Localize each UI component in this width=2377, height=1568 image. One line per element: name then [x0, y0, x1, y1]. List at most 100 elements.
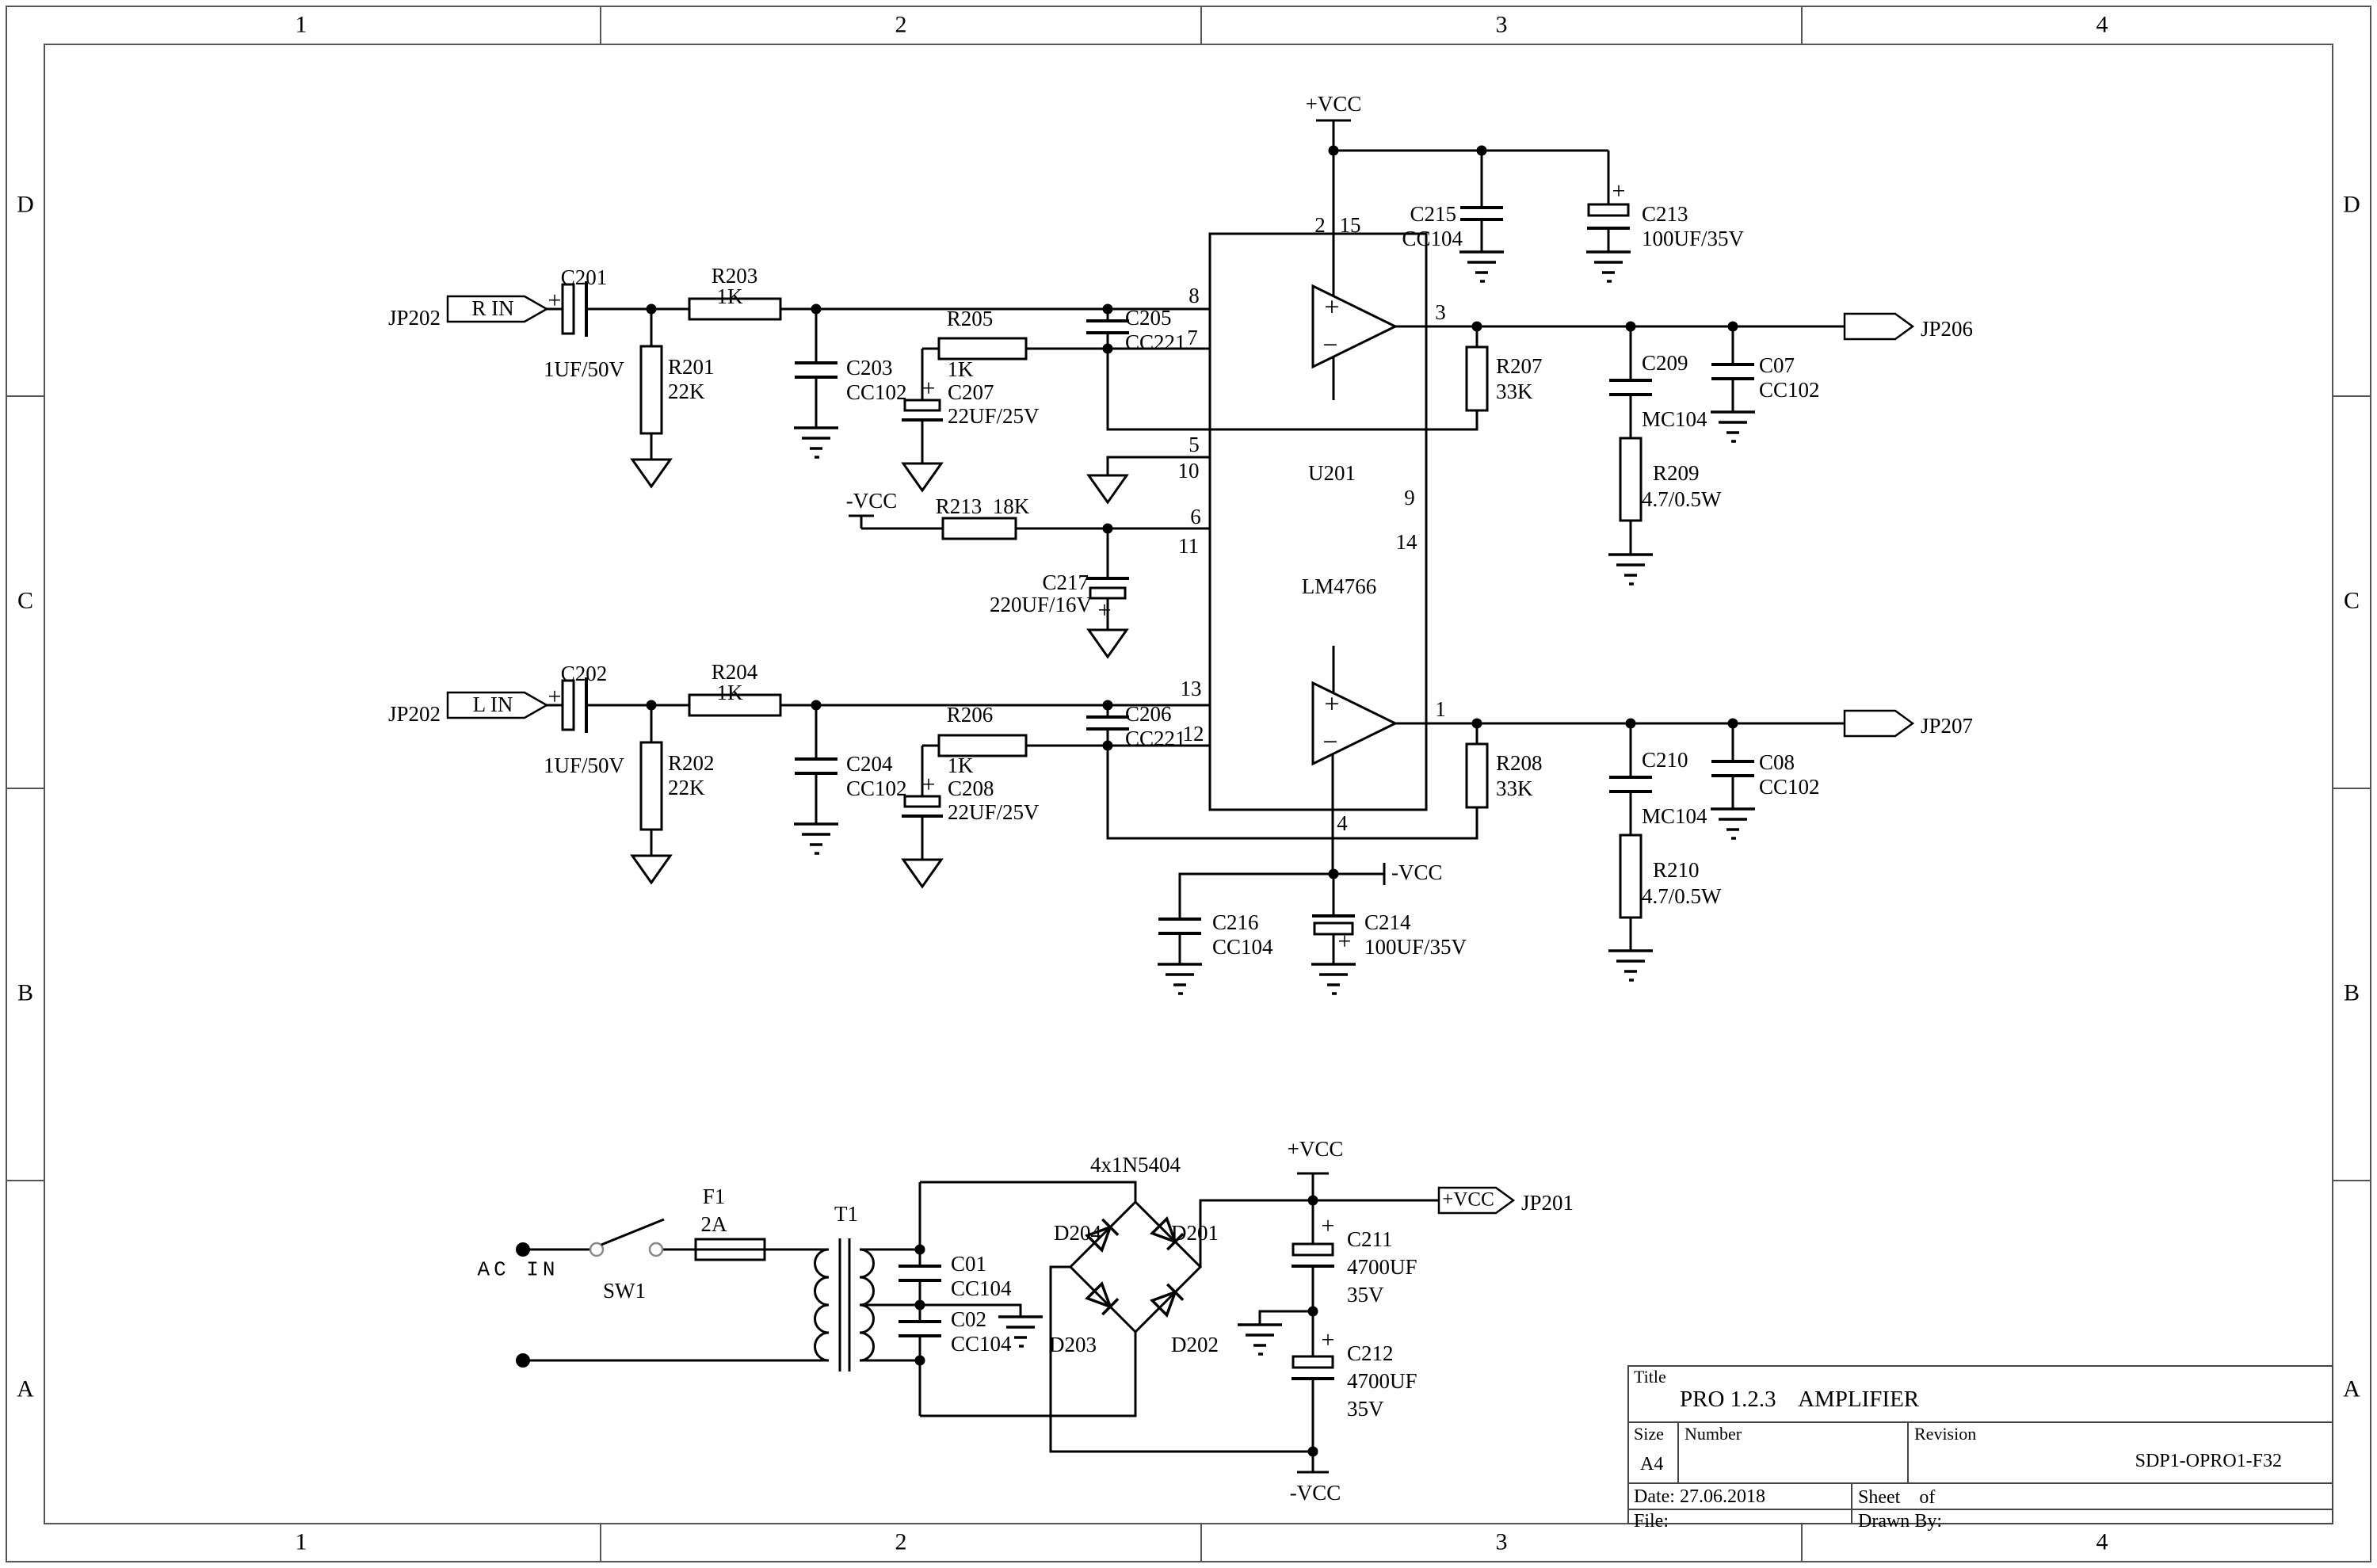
- c201-val: 1UF/50V: [543, 357, 625, 382]
- ground-psu-mid: [1236, 1323, 1284, 1356]
- r202-ref: R202: [668, 751, 715, 776]
- c202-plus: +: [548, 683, 562, 710]
- title-block-file: File:: [1634, 1511, 1669, 1532]
- pin4: 4: [1337, 811, 1348, 836]
- c201-ref: C201: [560, 265, 608, 290]
- c209-val: MC104: [1642, 407, 1707, 432]
- cap-c204: [795, 757, 837, 775]
- c213-plus: +: [1612, 177, 1626, 204]
- zone-col-3-top: 3: [1495, 11, 1508, 38]
- vcc-flag-ps: +VCC: [1287, 1137, 1344, 1162]
- ground-c207: [902, 462, 943, 492]
- cap-c02: [899, 1320, 941, 1337]
- r209-ref: R209: [1653, 461, 1700, 486]
- opamp1-plus: +: [1324, 292, 1340, 322]
- c08-val: CC102: [1759, 775, 1820, 799]
- c211-val2: 35V: [1347, 1283, 1384, 1307]
- c202-val: 1UF/50V: [543, 753, 625, 778]
- c204-ref: C204: [846, 752, 893, 776]
- c216-ref: C216: [1212, 910, 1259, 935]
- title-block-size-label: Size: [1634, 1424, 1664, 1444]
- c214-val: 100UF/35V: [1364, 935, 1467, 959]
- c207-ref: C207: [948, 380, 994, 405]
- r206-val: 1K: [947, 753, 974, 778]
- u201-ref: U201: [1308, 461, 1356, 486]
- c02-ref: C02: [951, 1307, 987, 1332]
- ground-c214: [1310, 963, 1357, 995]
- resistor-r210: [1619, 834, 1643, 919]
- capacitors-nonpolar: [795, 206, 1754, 1337]
- c217-val: 220UF/16V: [989, 593, 1092, 617]
- title-block-title: PRO 1.2.3 AMPLIFIER: [1680, 1387, 1920, 1412]
- conn-lin-label: L IN: [472, 692, 513, 717]
- r210-val: 4.7/0.5W: [1642, 884, 1722, 909]
- title-block-frame: [1627, 1365, 2333, 1524]
- nvcc-flag-ps: -VCC: [1289, 1481, 1341, 1505]
- ground-c217: [1087, 628, 1128, 658]
- r205-val: 1K: [947, 357, 974, 382]
- c214-plus: +: [1337, 928, 1352, 955]
- cap-c08: [1711, 760, 1754, 777]
- c208-plus: +: [921, 771, 936, 798]
- c214-ref: C214: [1364, 910, 1411, 935]
- bridge-rectifier: [1068, 1200, 1203, 1334]
- c211-val1: 4700UF: [1347, 1255, 1417, 1280]
- jp206-ref: JP206: [1921, 317, 1974, 341]
- capacitors-polar: [561, 203, 1630, 1369]
- c208-ref: C208: [948, 776, 994, 801]
- resistor-r206: [937, 734, 1028, 757]
- cap-c210: [1609, 776, 1652, 793]
- c206-ref: C206: [1125, 702, 1172, 727]
- cap-c209: [1609, 379, 1652, 396]
- connector-jp207: [1843, 709, 1915, 738]
- zone-row-A-left: A: [17, 1375, 34, 1402]
- t1-ref: T1: [834, 1202, 858, 1227]
- r208-val: 33K: [1496, 776, 1533, 801]
- r201-ref: R201: [668, 355, 715, 380]
- c206-val: CC221: [1125, 727, 1186, 751]
- c208-val: 22UF/25V: [948, 800, 1040, 825]
- c212-val1: 4700UF: [1347, 1369, 1417, 1394]
- c02-val: CC104: [951, 1332, 1012, 1356]
- c204-val: CC102: [846, 776, 907, 801]
- cap-c201-plate: [561, 283, 575, 335]
- title-block-date: Date: 27.06.2018: [1634, 1486, 1765, 1507]
- c217-plus: +: [1097, 597, 1112, 624]
- jp202-l-ref: JP202: [387, 702, 441, 727]
- bridge-part: 4x1N5404: [1090, 1153, 1181, 1177]
- ground-r210: [1607, 949, 1654, 982]
- title-block-title-label: Title: [1634, 1367, 1666, 1387]
- opamp2-minus: −: [1322, 727, 1338, 757]
- zone-col-1-top: 1: [295, 11, 307, 38]
- cap-c207-plate: [903, 399, 941, 412]
- c01-val: CC104: [951, 1276, 1012, 1301]
- zone-row-D-left: D: [17, 191, 34, 218]
- pin9: 9: [1404, 486, 1415, 510]
- pin2: 2: [1314, 213, 1326, 238]
- c210-val: MC104: [1642, 804, 1707, 829]
- d201-ref: D201: [1171, 1221, 1219, 1246]
- r207-ref: R207: [1496, 354, 1543, 379]
- title-block-drawn: Drawn By:: [1858, 1511, 1942, 1532]
- opamp-b: [1311, 681, 1398, 766]
- d202-ref: D202: [1171, 1333, 1219, 1357]
- r204-val: 1K: [716, 681, 743, 705]
- pin14: 14: [1395, 530, 1417, 555]
- resistor-r207: [1465, 345, 1489, 412]
- pin1: 1: [1435, 697, 1446, 722]
- resistors: [639, 297, 1643, 1261]
- ground-c208: [902, 858, 943, 888]
- resistor-r213: [941, 517, 1017, 540]
- r201-val: 22K: [668, 380, 705, 404]
- sheet-frame: [6, 6, 2371, 1562]
- f1-val: 2A: [700, 1212, 727, 1237]
- c213-val: 100UF/35V: [1642, 227, 1745, 251]
- zone-row-D-right: D: [2343, 191, 2360, 218]
- r205-ref: R205: [946, 307, 994, 331]
- cap-c217-plate: [1089, 586, 1127, 600]
- c212-val2: 35V: [1347, 1397, 1384, 1421]
- ground-r209: [1607, 553, 1654, 586]
- title-block-revision-value: SDP1-OPRO1-F32: [2135, 1451, 2282, 1471]
- resistor-r203: [688, 297, 782, 321]
- conn-rin-label: R IN: [471, 296, 514, 321]
